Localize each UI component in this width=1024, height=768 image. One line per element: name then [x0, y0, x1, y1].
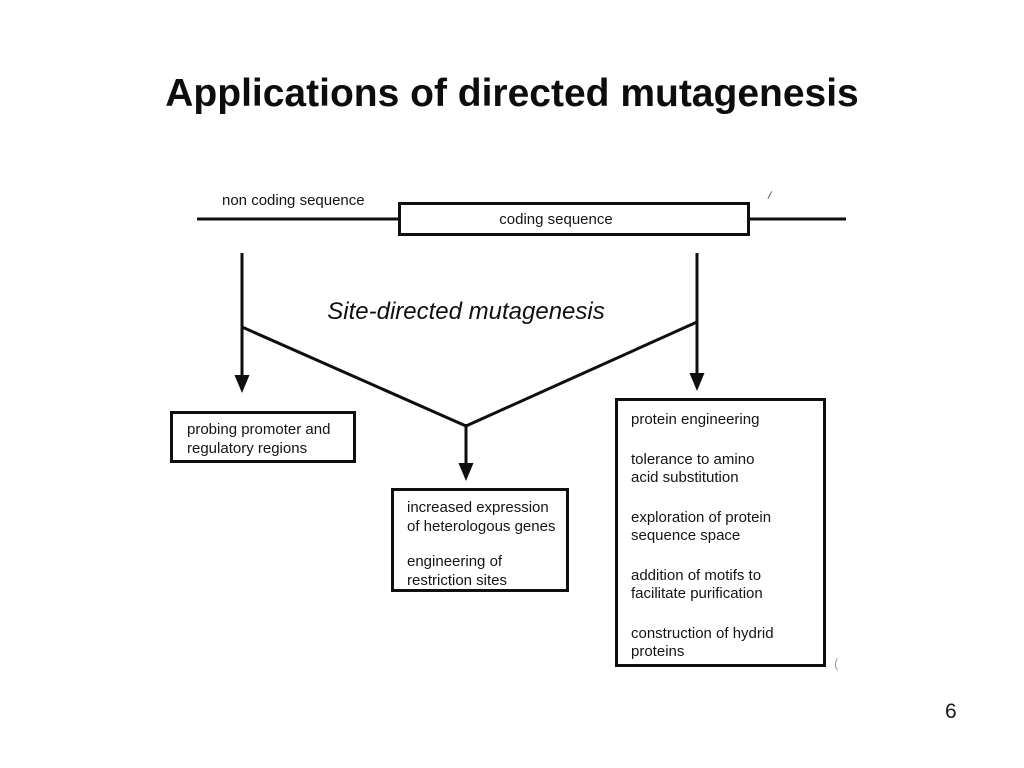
scan-paren-mark: (: [834, 656, 839, 671]
hybrid-line2: proteins: [631, 643, 685, 660]
application-box-protein-engineering: protein engineering tolerance to amino a…: [615, 398, 826, 667]
tolerance-line2: acid substitution: [631, 469, 739, 486]
promoter-box-line2: regulatory regions: [187, 440, 308, 457]
diagonal-line-left: [241, 325, 467, 428]
motifs-line2: facilitate purification: [631, 585, 763, 602]
expression-line1: increased expression: [407, 499, 549, 516]
expression-line2: of heterologous genes: [407, 518, 556, 535]
promoter-box-line1: probing promoter and: [187, 421, 331, 438]
site-directed-mutagenesis-label: Site-directed mutagenesis: [327, 298, 605, 325]
non-coding-sequence-label: non coding sequence: [222, 192, 365, 209]
arrow-down-right-head-icon: [689, 373, 705, 391]
hybrid-line1: construction of hydrid: [631, 625, 774, 642]
tolerance-line1: tolerance to amino: [631, 451, 755, 468]
exploration-line1: exploration of protein: [631, 509, 772, 526]
diagonal-line-right: [465, 320, 698, 428]
coding-sequence-box: coding sequence: [398, 202, 750, 236]
application-box-expression: increased expression of heterologous gen…: [391, 488, 569, 592]
protein-engineering-line1: protein engineering: [631, 411, 760, 428]
motifs-line1: addition of motifs to: [631, 567, 762, 584]
exploration-line2: sequence space: [631, 527, 741, 544]
coding-sequence-label: coding sequence: [499, 210, 613, 228]
arrow-down-center-head-icon: [458, 463, 474, 481]
slide-title: Applications of directed mutagenesis: [165, 72, 859, 115]
page-number: 6: [945, 700, 957, 723]
application-box-promoter-probing: probing promoter and regulatory regions: [170, 411, 356, 463]
arrow-down-left-head-icon: [234, 375, 250, 393]
restriction-line2: restriction sites: [407, 572, 508, 589]
restriction-line1: engineering of: [407, 553, 503, 570]
